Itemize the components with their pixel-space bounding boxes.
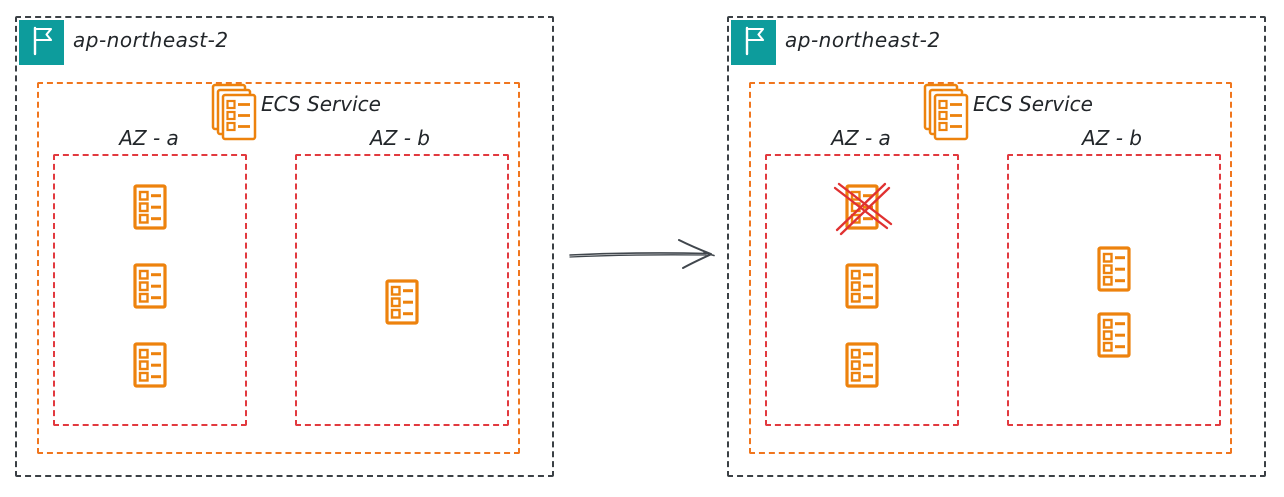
flag-icon	[27, 24, 57, 62]
ecs-service-header: ECS Service	[923, 83, 1093, 145]
ecs-task-icon	[845, 263, 879, 309]
region-flag-badge	[731, 20, 776, 65]
ecs-task-icon	[133, 263, 167, 309]
ecs-service-header: ECS Service	[211, 83, 381, 145]
red-cross-mark	[829, 178, 895, 236]
az-b-box	[1007, 154, 1221, 426]
region-label: ap-northeast-2	[73, 28, 229, 52]
ecs-service-box: ECS Service AZ - a AZ - b	[749, 82, 1232, 454]
az-b-label: AZ - b	[1081, 126, 1142, 150]
ecs-task-icon	[845, 342, 879, 388]
flag-icon	[739, 24, 769, 62]
ecs-service-label: ECS Service	[973, 92, 1093, 116]
az-a-label: AZ - a	[119, 126, 179, 150]
ecs-task-icon	[1097, 246, 1131, 292]
ecs-task-icon	[133, 184, 167, 230]
az-a-tasks	[55, 156, 245, 424]
ecs-service-label: ECS Service	[261, 92, 381, 116]
az-b-box	[295, 154, 509, 426]
az-b-tasks	[1009, 156, 1219, 424]
az-b-tasks	[297, 156, 507, 424]
region-label: ap-northeast-2	[785, 28, 941, 52]
ecs-service-icon	[211, 83, 257, 145]
az-b-label: AZ - b	[369, 126, 430, 150]
ecs-service-box: ECS Service AZ - a AZ - b	[37, 82, 520, 454]
ecs-task-icon-terminated	[833, 182, 893, 236]
region-panel-before: ap-northeast-2	[15, 16, 554, 477]
ecs-task-icon	[1097, 312, 1131, 358]
az-a-label: AZ - a	[831, 126, 891, 150]
az-a-box	[53, 154, 247, 426]
ecs-task-icon	[385, 279, 419, 325]
az-a-tasks	[767, 156, 957, 424]
region-panel-after: ap-northeast-2	[727, 16, 1266, 477]
region-flag-badge	[19, 20, 64, 65]
ecs-task-icon	[133, 342, 167, 388]
transition-arrow	[558, 228, 728, 282]
ecs-service-icon	[923, 83, 969, 145]
az-a-box	[765, 154, 959, 426]
